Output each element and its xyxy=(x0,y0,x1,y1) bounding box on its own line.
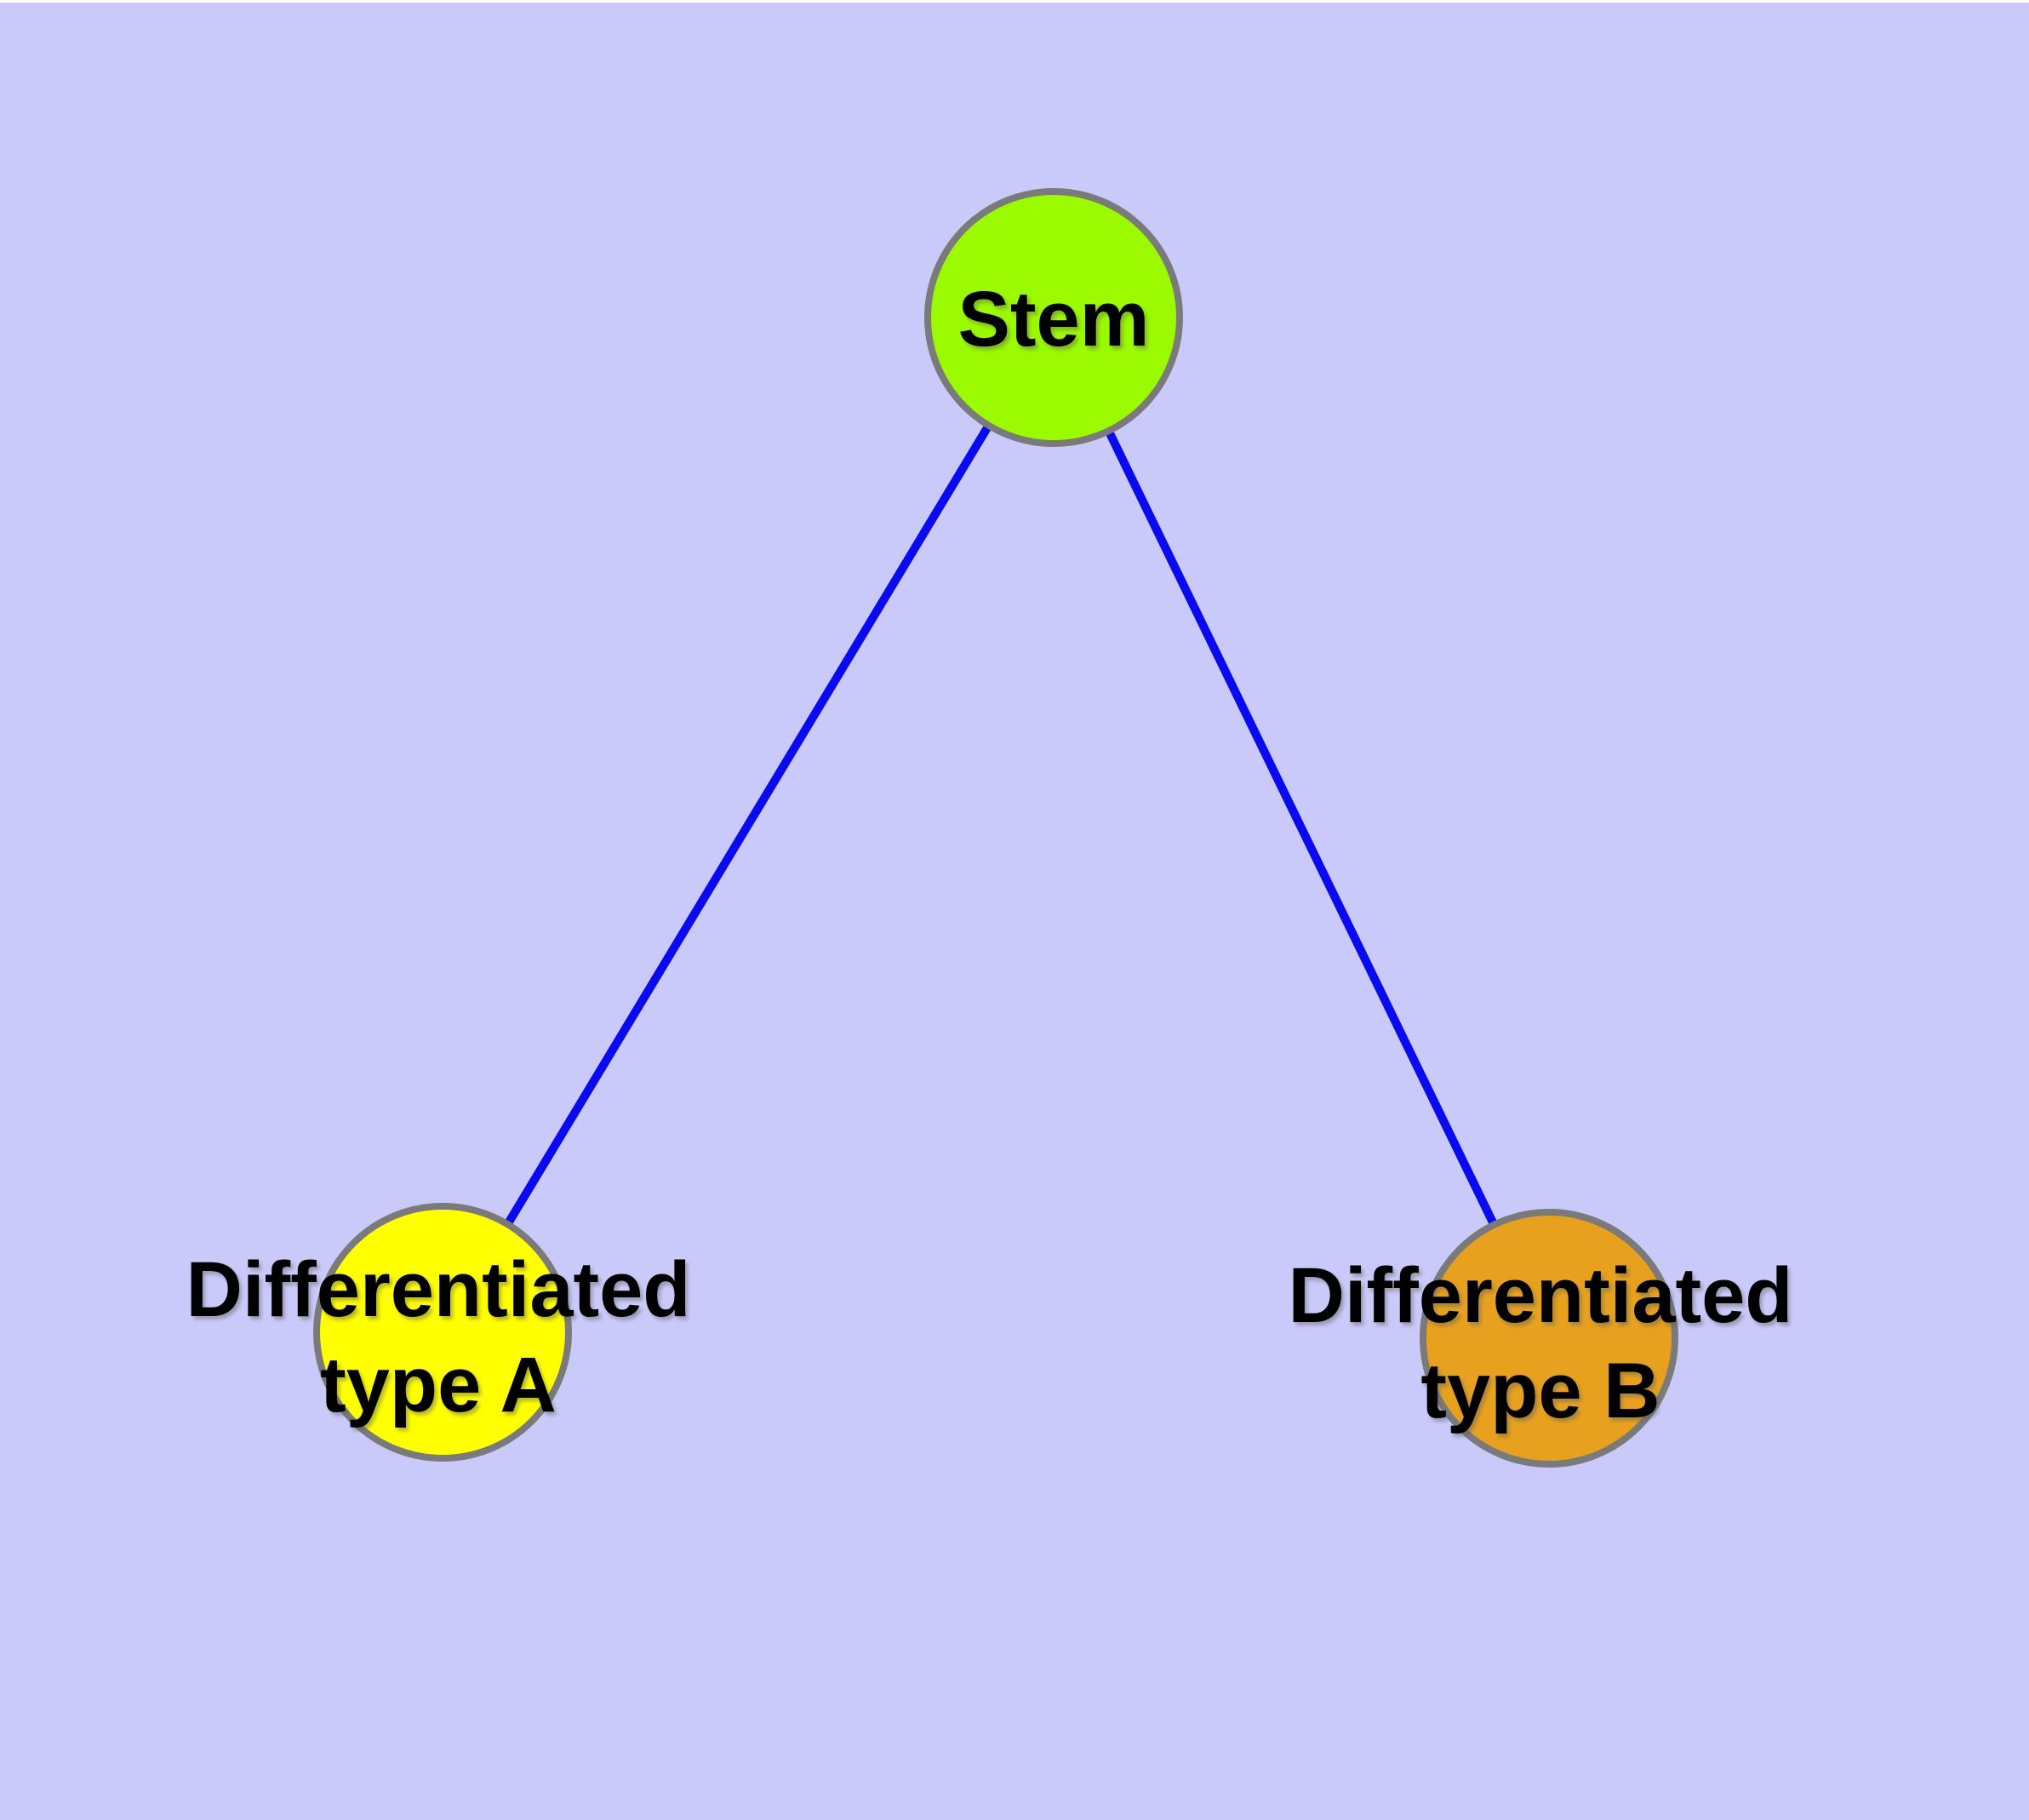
type-a-node-label-line1: Differentiated xyxy=(186,1246,691,1333)
type-a-node xyxy=(313,1203,572,1462)
stem-node xyxy=(924,188,1183,447)
edge-stem-to-type-b xyxy=(1049,315,1553,1341)
type-b-node-label-line2: type B xyxy=(1420,1348,1660,1434)
type-b-node xyxy=(1420,1209,1678,1468)
edge-stem-to-type-a xyxy=(438,315,1058,1335)
type-b-node-label-line1: Differentiated xyxy=(1289,1252,1793,1339)
stem-node-label: Stem xyxy=(958,276,1150,363)
type-a-node-label-line2: type A xyxy=(320,1342,557,1428)
